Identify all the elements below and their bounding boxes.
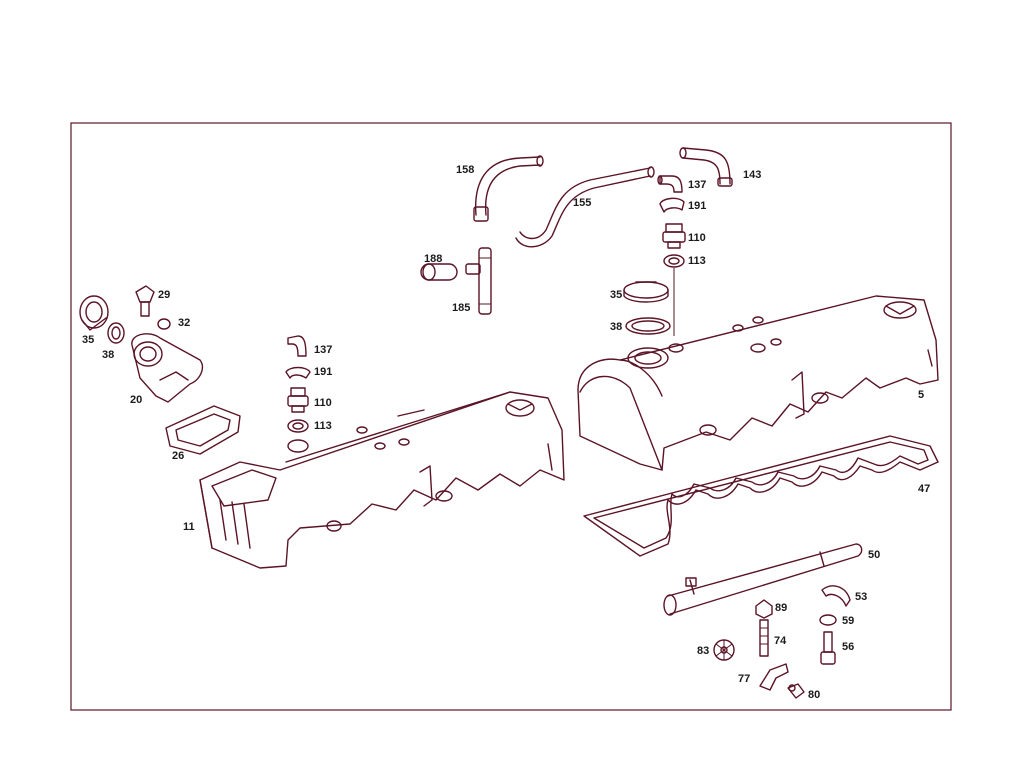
grommet-83[interactable] [713,639,735,661]
seal-38-right[interactable] [625,317,671,335]
oil-cap-35-right[interactable] [623,281,669,303]
bolt-56[interactable] [820,631,836,665]
gasket-26[interactable] [165,405,241,455]
diagram-frame [70,122,952,711]
washer-32[interactable] [157,318,171,330]
callout-191-upper: 191 [688,200,706,212]
hose-143[interactable] [679,147,733,187]
callout-74: 74 [774,635,787,647]
thermostat-housing-20[interactable] [131,333,204,403]
callout-50: 50 [868,549,880,561]
callout-155: 155 [573,197,591,209]
callout-80: 80 [808,689,820,701]
callout-191-lower: 191 [314,366,332,378]
washer-113-upper[interactable] [663,254,685,268]
cylinder-head-cover-5[interactable] [577,295,939,471]
callout-77: 77 [738,673,750,685]
callout-185: 185 [452,302,470,314]
callout-143: 143 [743,169,761,181]
callout-35-right: 35 [610,289,622,301]
washer-59[interactable] [819,614,837,626]
callout-113-lower: 113 [314,420,332,432]
seal-38-left[interactable] [107,322,125,344]
callout-38-right: 38 [610,321,622,333]
callout-38-left: 38 [102,349,114,361]
callout-158: 158 [456,164,474,176]
stud-74[interactable] [759,619,769,657]
callout-113-upper: 113 [688,255,706,267]
callout-56: 56 [842,641,854,653]
hose-158[interactable] [473,155,544,222]
callout-26: 26 [172,450,184,462]
callout-137-upper: 137 [688,179,706,191]
callout-137-lower: 137 [314,344,332,356]
clip-80[interactable] [787,683,805,699]
clip-191-lower[interactable] [285,366,311,379]
callout-110-lower: 110 [314,397,332,409]
callout-35-left: 35 [82,334,94,346]
clip-191-upper[interactable] [659,197,685,213]
fitting-110-upper[interactable] [662,223,686,249]
elbow-137-lower[interactable] [287,335,307,357]
bolt-29[interactable] [135,285,155,317]
callout-5: 5 [918,389,924,401]
callout-47: 47 [918,483,930,495]
callout-11: 11 [183,521,195,533]
nut-89[interactable] [755,599,773,619]
callout-83: 83 [697,645,709,657]
elbow-137-upper[interactable] [657,175,683,193]
cylinder-head-cover-11[interactable] [199,391,565,569]
callout-188: 188 [424,253,442,265]
tpiece-185[interactable] [465,247,492,315]
bracket-77[interactable] [759,663,789,691]
washer-113-lower[interactable] [287,419,309,433]
callout-29: 29 [158,289,170,301]
callout-53: 53 [855,591,867,603]
callout-59: 59 [842,615,854,627]
fitting-110-lower[interactable] [287,387,309,413]
oil-cap-35-left[interactable] [79,295,109,331]
callout-89: 89 [775,602,787,614]
tube-50[interactable] [663,543,863,616]
callout-32: 32 [178,317,190,329]
hose-188[interactable] [420,263,458,281]
gasket-47[interactable] [583,435,939,557]
clip-53[interactable] [821,585,851,607]
callout-110-upper: 110 [688,232,706,244]
callout-20: 20 [130,394,142,406]
hose-155[interactable] [515,166,655,248]
